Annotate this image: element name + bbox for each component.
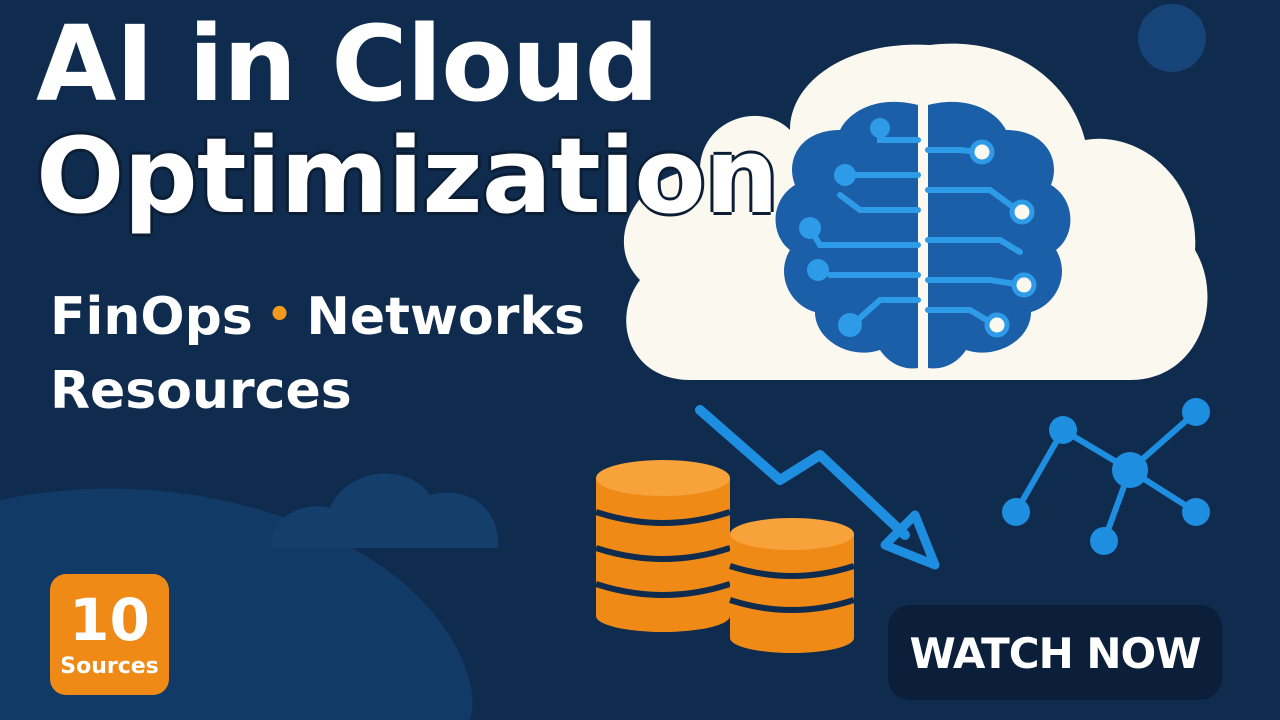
coin-stack-icon — [595, 460, 855, 653]
downtrend-arrow-icon — [695, 405, 940, 570]
topic-finops: FinOps — [50, 287, 253, 347]
decor-circle — [1138, 4, 1206, 72]
page-title: AI in Cloud Optimization — [36, 3, 779, 237]
separator-dot-icon: • — [266, 292, 293, 338]
brain-circuit-icon — [775, 101, 1071, 369]
title-line-1: AI in Cloud — [36, 3, 659, 125]
sources-count: 10 — [69, 586, 150, 654]
network-graph-icon — [1002, 398, 1210, 555]
watch-now-button[interactable]: WATCH NOW — [888, 605, 1222, 700]
sources-label: Sources — [60, 654, 159, 679]
topic-list: FinOps • Networks Resources — [50, 278, 585, 428]
topic-resources: Resources — [50, 361, 352, 421]
title-line-2: Optimization — [36, 115, 779, 237]
topic-row-1: FinOps • Networks — [50, 278, 585, 354]
topic-networks: Networks — [306, 287, 585, 347]
sources-badge: 10 Sources — [50, 574, 169, 695]
background-cloud-icon — [271, 473, 499, 548]
